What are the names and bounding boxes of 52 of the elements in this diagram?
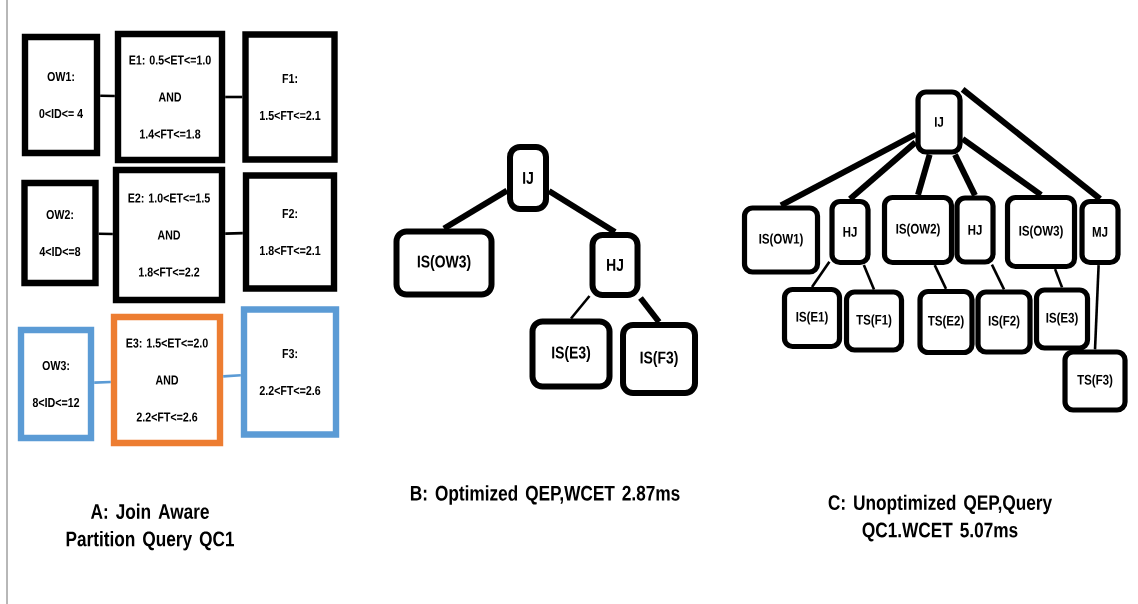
operator-box: IS(E3)	[529, 318, 613, 390]
panel-caption: A: Join Aware Partition Query QC1	[66, 503, 234, 551]
partition-box: E2: 1.0<ET<=1.5 AND 1.8<FT<=2.2	[112, 166, 226, 304]
partition-box: E3: 1.5<ET<=2.0 AND 2.2<FT<=2.6	[110, 313, 224, 447]
connector-line	[1093, 265, 1100, 350]
partition-box: OW2: 4<ID<=8	[21, 179, 99, 287]
panel-caption: C: Unoptimized QEP,Query QC1.WCET 5.07ms	[828, 494, 1052, 542]
connector-line	[225, 95, 243, 99]
connector-line	[862, 264, 876, 290]
partition-box: OW3: 8<ID<=12	[17, 326, 95, 442]
connector-line	[933, 264, 948, 290]
operator-box: IS(F3)	[620, 322, 698, 396]
connector-line	[1053, 268, 1064, 288]
partition-box: OW1: 0<ID<= 4	[21, 33, 101, 157]
operator-box: HJ	[589, 232, 641, 298]
operator-box: IS(F2)	[975, 289, 1033, 355]
connector-line	[638, 296, 662, 324]
connector-line	[779, 131, 917, 209]
connector-line	[848, 140, 918, 202]
operator-box: IS(E3)	[1033, 287, 1091, 351]
operator-box: TS(F3)	[1062, 349, 1128, 413]
partition-box: F3: 2.2<FT<=2.6	[240, 306, 340, 438]
connector-line	[223, 373, 241, 378]
panel-caption: B: Optimized QEP,WCET 2.87ms	[410, 485, 680, 505]
connector-line	[952, 153, 978, 197]
connector-line	[98, 232, 113, 236]
connector-line	[810, 261, 831, 288]
connector-line	[94, 380, 111, 384]
connector-line	[915, 153, 933, 196]
partition-box: F1: 1.5<FT<=2.1	[242, 31, 338, 163]
partition-box: F2: 1.8<FT<=2.1	[242, 172, 338, 292]
operator-box: HJ	[954, 195, 996, 265]
operator-box: IS(OW2)	[881, 194, 955, 266]
connector-line	[570, 295, 591, 320]
operator-box: TS(F1)	[843, 289, 905, 353]
connector-line	[225, 231, 243, 235]
connector-line	[442, 188, 509, 232]
connector-line	[960, 87, 1102, 202]
operator-box: IS(OW3)	[1004, 194, 1078, 270]
operator-box: TS(E2)	[917, 288, 975, 356]
connector-line	[960, 136, 1043, 198]
operator-box: HJ	[829, 198, 871, 266]
operator-box: IJ	[507, 144, 549, 212]
operator-box: IS(OW3)	[393, 228, 495, 298]
connector-line	[100, 94, 115, 98]
operator-box: IJ	[915, 89, 963, 155]
operator-box: IS(E1)	[781, 286, 843, 350]
operator-box: MJ	[1079, 198, 1121, 266]
operator-box: IS(OW1)	[741, 205, 821, 275]
connector-line	[547, 188, 617, 235]
connector-line	[990, 264, 1006, 290]
partition-box: E1: 0.5<ET<=1.0 AND 1.4<FT<=1.8	[114, 30, 226, 164]
